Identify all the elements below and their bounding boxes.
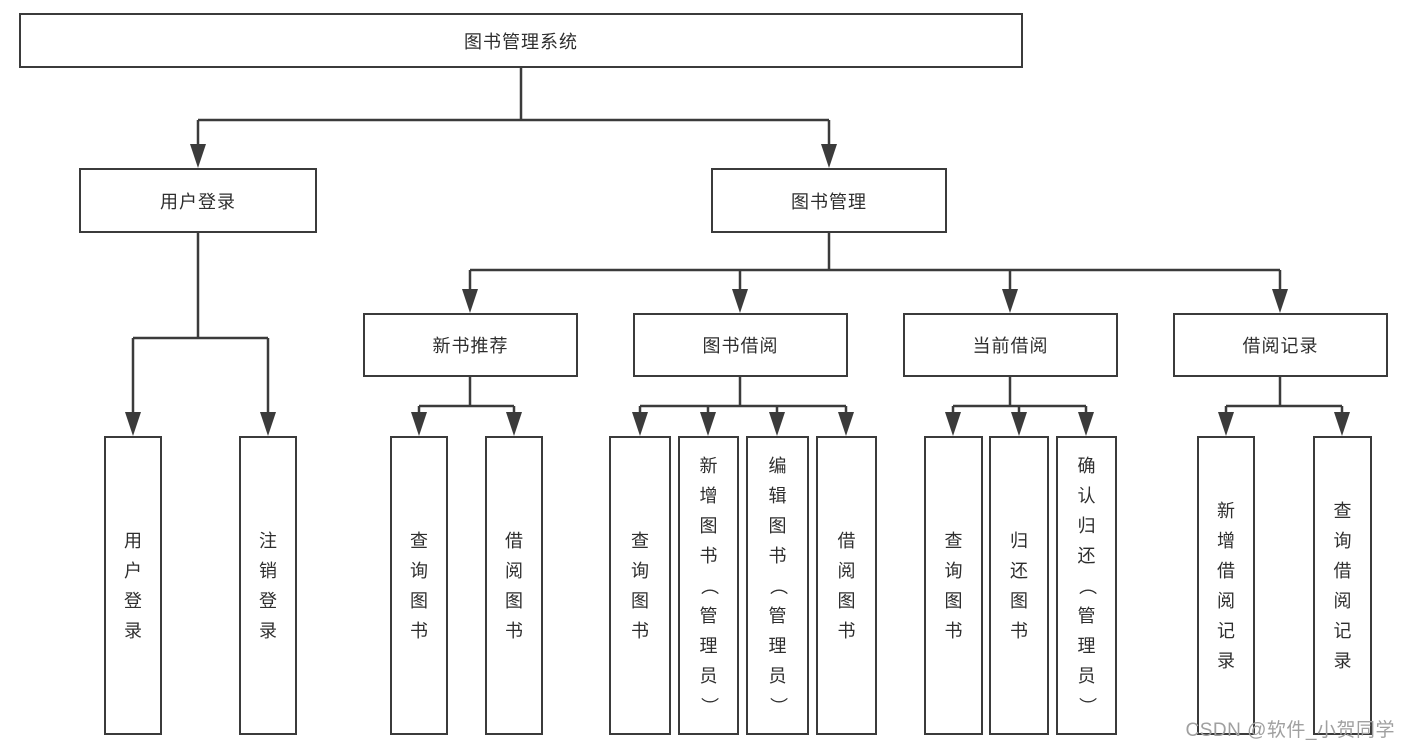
leaf-logout-label: 注销登录 bbox=[259, 530, 277, 641]
node-current-borrowing-label: 当前借阅 bbox=[972, 336, 1049, 356]
node-borrowing-records: 借阅记录 bbox=[1173, 313, 1388, 377]
leaf-query-borrow-record-label: 查询借阅记录 bbox=[1333, 500, 1352, 671]
arrowheads bbox=[125, 144, 1350, 436]
leaf-query-books-recommend: 查询图书 bbox=[390, 436, 448, 735]
leaf-query-books-recommend-label: 查询图书 bbox=[410, 530, 428, 641]
leaf-add-book-admin: 新增图书（管理员） bbox=[678, 436, 739, 735]
node-book-borrowing: 图书借阅 bbox=[633, 313, 848, 377]
leaf-logout: 注销登录 bbox=[239, 436, 297, 735]
node-book-management: 图书管理 bbox=[711, 168, 947, 233]
leaf-confirm-return-admin: 确认归还（管理员） bbox=[1056, 436, 1117, 735]
leaf-query-borrow-record: 查询借阅记录 bbox=[1313, 436, 1372, 735]
leaf-borrow-books: 借阅图书 bbox=[816, 436, 877, 735]
node-library-system: 图书管理系统 bbox=[19, 13, 1023, 68]
leaf-add-borrow-record-label: 新增借阅记录 bbox=[1217, 500, 1235, 671]
node-book-borrowing-label: 图书借阅 bbox=[702, 336, 779, 356]
node-borrowing-records-label: 借阅记录 bbox=[1242, 336, 1319, 356]
node-user-login: 用户登录 bbox=[79, 168, 317, 233]
leaf-edit-book-admin-label: 编辑图书（管理员） bbox=[767, 455, 788, 715]
leaf-query-books-borrow-label: 查询图书 bbox=[631, 530, 649, 641]
leaf-user-login: 用户登录 bbox=[104, 436, 162, 735]
node-user-login-label: 用户登录 bbox=[160, 191, 236, 212]
leaf-confirm-return-admin-label: 确认归还（管理员） bbox=[1076, 455, 1097, 715]
leaf-query-books-current: 查询图书 bbox=[924, 436, 983, 735]
node-book-management-label: 图书管理 bbox=[791, 191, 867, 212]
leaf-add-borrow-record: 新增借阅记录 bbox=[1197, 436, 1255, 735]
leaf-borrow-books-recommend-label: 借阅图书 bbox=[505, 530, 523, 641]
node-current-borrowing: 当前借阅 bbox=[903, 313, 1118, 377]
leaf-borrow-books-label: 借阅图书 bbox=[837, 530, 856, 641]
watermark: CSDN @软件_小贺同学 bbox=[1185, 720, 1395, 741]
leaf-query-books-current-label: 查询图书 bbox=[944, 530, 963, 641]
node-new-book-recommendation-label: 新书推荐 bbox=[432, 336, 509, 356]
leaf-edit-book-admin: 编辑图书（管理员） bbox=[746, 436, 809, 735]
node-new-book-recommendation: 新书推荐 bbox=[363, 313, 578, 377]
leaf-borrow-books-recommend: 借阅图书 bbox=[485, 436, 543, 735]
leaf-user-login-label: 用户登录 bbox=[124, 530, 142, 641]
leaf-return-book-label: 归还图书 bbox=[1010, 530, 1028, 641]
leaf-query-books-borrow: 查询图书 bbox=[609, 436, 671, 735]
node-library-system-label: 图书管理系统 bbox=[464, 31, 578, 52]
leaf-return-book: 归还图书 bbox=[989, 436, 1049, 735]
leaf-add-book-admin-label: 新增图书（管理员） bbox=[698, 455, 719, 715]
